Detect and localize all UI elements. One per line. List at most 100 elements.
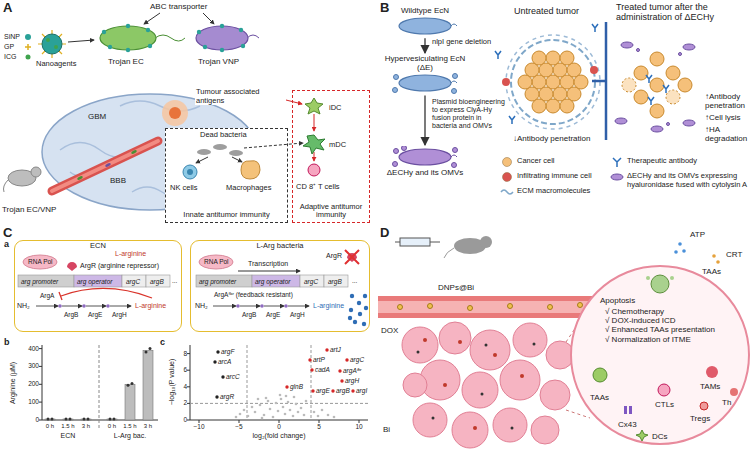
bacterium-shape <box>390 72 460 94</box>
gene-label: arg promoter <box>199 278 236 285</box>
protein-label: RNA Pol <box>28 258 53 265</box>
mdc <box>303 135 325 154</box>
dead-bacteria <box>197 149 211 155</box>
drug-label: DOX <box>381 326 398 335</box>
gene-point <box>257 398 260 401</box>
panel-letter: A <box>3 1 12 16</box>
untreated-tumor <box>560 99 574 113</box>
tumor-mass <box>546 341 574 369</box>
cell-box: ECN <box>14 240 182 332</box>
tumor-mass <box>540 380 570 410</box>
effect-label: ↓Antibody penetration <box>513 134 590 143</box>
apoptotic-cell <box>646 276 650 280</box>
flow-arrow <box>424 38 425 53</box>
trojan-vnp <box>203 45 207 49</box>
metabolite-label: L-arginine <box>115 250 146 258</box>
blood-vessel <box>378 296 593 318</box>
legend-entry: ECM macromolecules <box>500 187 590 197</box>
treated-tumor <box>648 97 654 105</box>
idc <box>305 98 323 114</box>
axis-tick: 4 <box>183 383 187 390</box>
trojan-vnp <box>239 28 243 32</box>
feedback-inhibition <box>61 288 152 298</box>
bar <box>143 350 153 420</box>
flagellum <box>451 155 457 157</box>
gap-junction <box>624 406 632 414</box>
volcano-axes <box>187 345 368 423</box>
deleted-mark <box>345 250 359 264</box>
enzyme-label: ArgH <box>290 311 305 318</box>
treated-tumor <box>622 52 692 118</box>
gene-bar <box>146 275 170 287</box>
data-point <box>131 382 134 385</box>
outer-membrane-vesicle <box>393 88 398 93</box>
tumor-mass <box>531 416 559 444</box>
bacterium-omv <box>683 44 695 50</box>
gene-label: argR <box>220 393 234 400</box>
flow-arrow <box>424 95 425 145</box>
tam <box>706 366 718 378</box>
gene-point <box>243 409 246 412</box>
treated-tumor <box>646 75 652 83</box>
bacterium: Hypervesiculating EcN (ΔE) <box>380 54 470 94</box>
untreated-tumor <box>506 35 600 129</box>
axis-tick: 3 h <box>82 423 90 430</box>
gene-point <box>265 397 268 400</box>
gene-point <box>269 408 272 411</box>
key-label: SiNP <box>4 33 20 41</box>
arginine-molecules <box>350 294 354 298</box>
gene-point <box>333 416 336 419</box>
bacterium-omv <box>621 42 633 48</box>
trojan-vnp <box>241 44 245 48</box>
blood-vessel <box>77 175 84 180</box>
legend-entry: Therapeutic antibody <box>610 157 697 167</box>
inhibition-bar <box>592 80 606 83</box>
enzyme-label: ArgH <box>112 311 127 318</box>
volcano-axes <box>187 354 190 420</box>
metabolite-label: NH₂ <box>17 302 30 310</box>
dendritic-cell <box>593 368 648 441</box>
gene-point <box>284 413 287 416</box>
up-gene-point <box>310 368 313 371</box>
cd8-t-cell <box>308 164 320 176</box>
mouse <box>480 236 492 248</box>
blood-vessel <box>398 303 583 311</box>
gene-label: arg operator <box>255 278 290 285</box>
outer-membrane-vesicle <box>453 74 458 79</box>
gene-point <box>305 400 308 403</box>
gene-label: argI <box>356 387 367 394</box>
trojan-ec <box>148 44 152 48</box>
bar <box>63 419 73 420</box>
pathway-arrows <box>86 306 106 307</box>
bar-chart-axes <box>42 345 158 420</box>
gene-label: ... <box>352 277 357 284</box>
untreated-tumor <box>532 51 546 65</box>
treated-tumor <box>650 52 664 66</box>
cell-label: TAMs <box>700 382 720 391</box>
box-ground <box>165 128 288 223</box>
process-label: Transcription <box>248 260 288 268</box>
mouse <box>31 167 41 177</box>
bacterium-shape <box>390 15 460 37</box>
bacterium-omv <box>615 42 695 132</box>
dead-bacteria <box>197 144 243 156</box>
arginine-molecules <box>348 294 368 326</box>
gap-junction <box>629 406 632 414</box>
dox-particle <box>443 383 447 387</box>
untreated-tumor <box>518 75 532 89</box>
transporter-arrows <box>144 13 160 24</box>
nk-cell <box>183 165 197 179</box>
syringe <box>395 242 400 243</box>
gene-label: arg promoter <box>21 278 58 285</box>
gene-label: arg operator <box>77 278 112 285</box>
blood-vessel <box>131 149 138 154</box>
gene-point <box>251 406 254 409</box>
group-separator <box>99 345 100 428</box>
bacterium-omv <box>679 53 682 56</box>
dox-particle <box>458 340 462 344</box>
feedback-inhibition <box>59 288 152 300</box>
transcription-arrow <box>238 271 300 272</box>
rna-polymerase <box>23 255 57 269</box>
